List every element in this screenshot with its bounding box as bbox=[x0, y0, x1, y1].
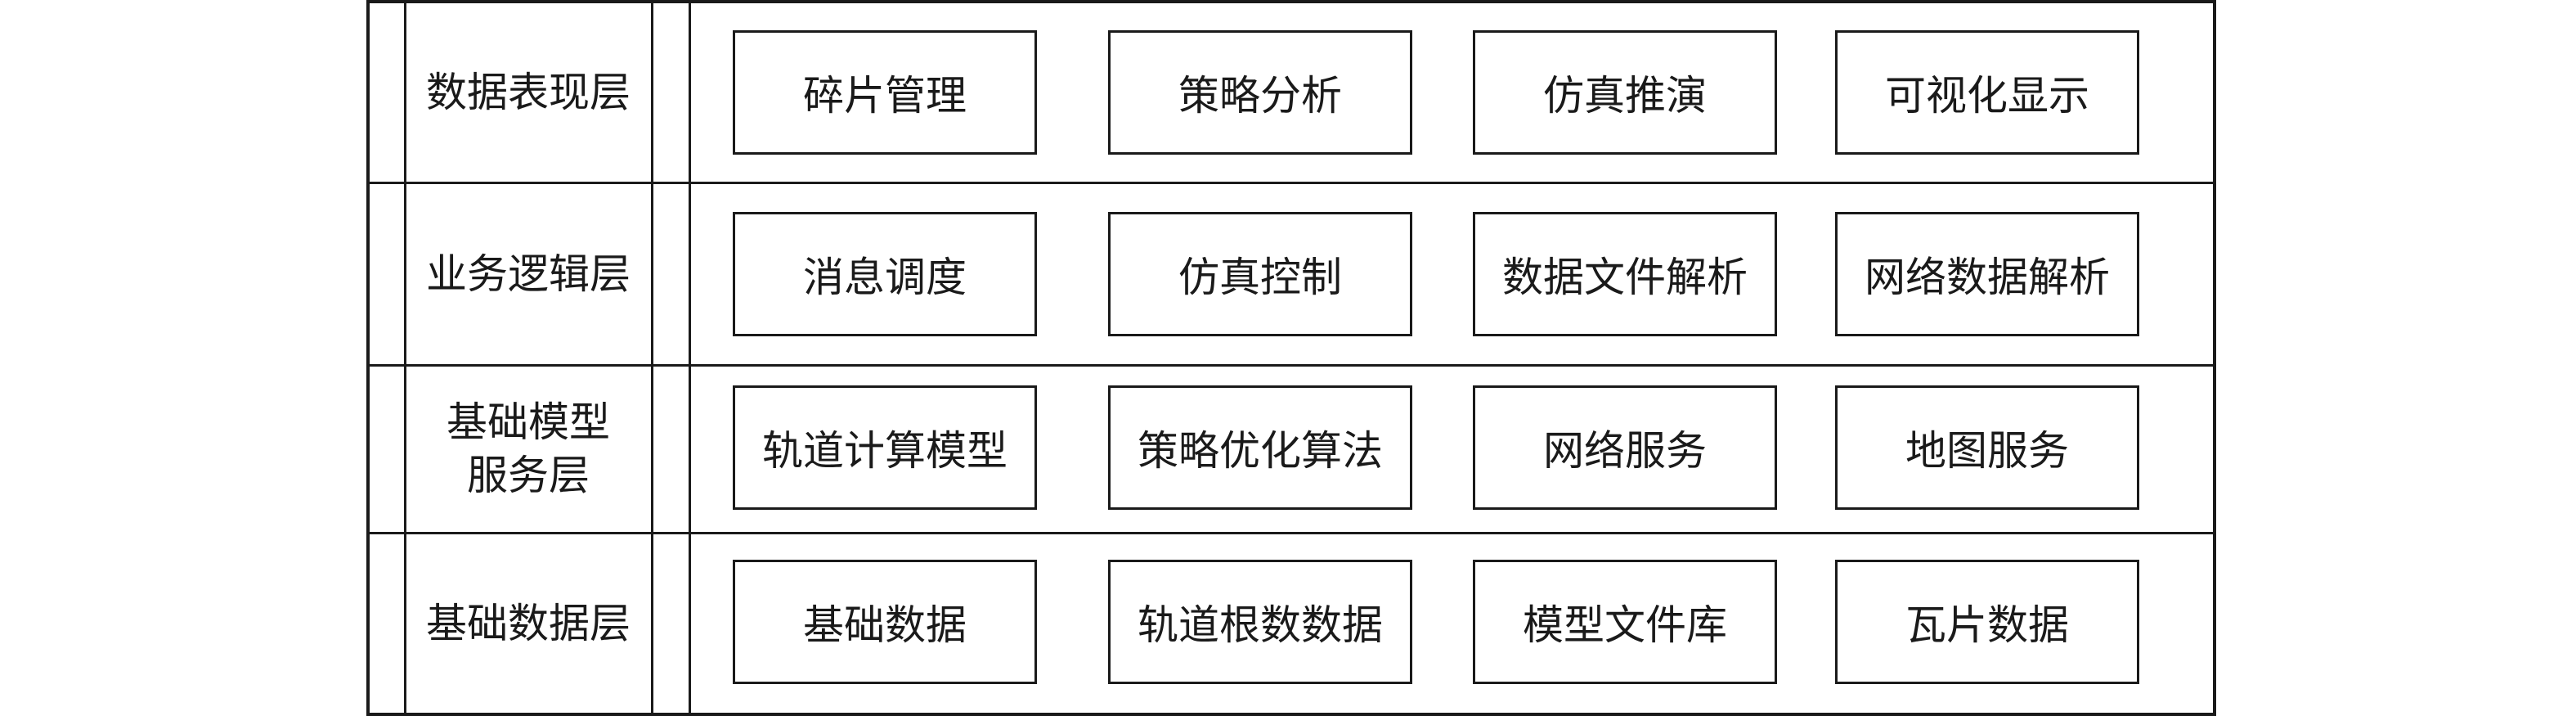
module-model-file-library: 模型文件库 bbox=[1473, 560, 1777, 684]
label-column-left-line bbox=[404, 0, 406, 716]
module-strategy-optimization-algorithm: 策略优化算法 bbox=[1108, 385, 1412, 510]
module-data-file-parsing: 数据文件解析 bbox=[1473, 212, 1777, 336]
module-map-service: 地图服务 bbox=[1835, 385, 2139, 510]
module-simulation-deduction: 仿真推演 bbox=[1473, 30, 1777, 155]
module-simulation-control: 仿真控制 bbox=[1108, 212, 1412, 336]
layer-label-base-data: 基础数据层 bbox=[426, 599, 631, 647]
layer-separator-2 bbox=[366, 364, 2216, 367]
frame-bottom-border bbox=[366, 713, 2216, 716]
module-message-dispatch: 消息调度 bbox=[733, 212, 1037, 336]
layer-separator-1 bbox=[366, 182, 2216, 184]
layer-separator-3 bbox=[366, 532, 2216, 534]
frame-left-border bbox=[366, 0, 370, 716]
frame-right-border bbox=[2213, 0, 2216, 716]
module-network-service: 网络服务 bbox=[1473, 385, 1777, 510]
module-strategy-analysis: 策略分析 bbox=[1108, 30, 1412, 155]
module-base-data: 基础数据 bbox=[733, 560, 1037, 684]
module-orbit-calculation-model: 轨道计算模型 bbox=[733, 385, 1037, 510]
module-area-left-line bbox=[689, 0, 691, 716]
label-column-right-line bbox=[651, 0, 653, 716]
layer-label-base-model-service: 基础模型 服务层 bbox=[447, 399, 610, 499]
module-network-data-parsing: 网络数据解析 bbox=[1835, 212, 2139, 336]
layer-label-presentation: 数据表现层 bbox=[426, 68, 631, 116]
module-fragment-management: 碎片管理 bbox=[733, 30, 1037, 155]
module-tile-data: 瓦片数据 bbox=[1835, 560, 2139, 684]
layer-label-business-logic: 业务逻辑层 bbox=[426, 250, 631, 298]
module-orbital-elements-data: 轨道根数数据 bbox=[1108, 560, 1412, 684]
module-visualization-display: 可视化显示 bbox=[1835, 30, 2139, 155]
frame-top-border bbox=[366, 0, 2216, 3]
